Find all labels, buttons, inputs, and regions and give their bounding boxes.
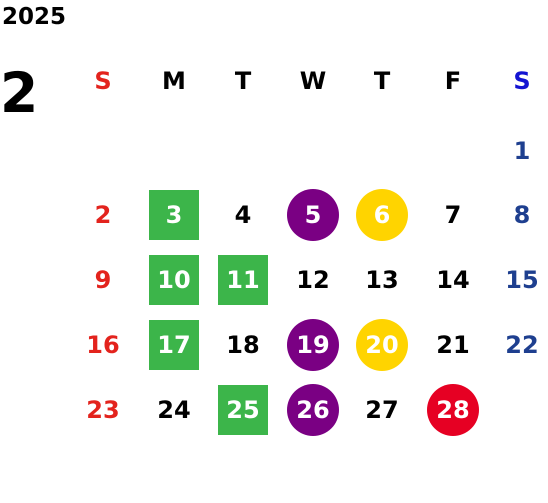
day-24[interactable]: 24 [157, 396, 191, 424]
day-23[interactable]: 23 [86, 396, 120, 424]
weekday-tue: T [234, 67, 252, 95]
year-label: 2025 [2, 4, 67, 30]
day-22[interactable]: 22 [505, 331, 539, 359]
day-16[interactable]: 16 [86, 331, 120, 359]
day-2[interactable]: 2 [94, 201, 112, 229]
day-14[interactable]: 14 [436, 266, 470, 294]
day-12[interactable]: 12 [296, 266, 330, 294]
day-26[interactable]: 26 [287, 384, 339, 436]
day-1[interactable]: 1 [513, 137, 531, 165]
day-7[interactable]: 7 [444, 201, 462, 229]
day-28[interactable]: 28 [427, 384, 479, 436]
weekday-wed: W [299, 67, 327, 95]
day-8[interactable]: 8 [513, 201, 531, 229]
day-13[interactable]: 13 [365, 266, 399, 294]
day-21[interactable]: 21 [436, 331, 470, 359]
day-19[interactable]: 19 [287, 319, 339, 371]
day-17[interactable]: 17 [149, 320, 199, 370]
month-label: 2 [0, 61, 39, 125]
weekday-sat: S [513, 67, 531, 95]
day-4[interactable]: 4 [234, 201, 252, 229]
day-9[interactable]: 9 [94, 266, 112, 294]
weekday-thu: T [373, 67, 391, 95]
weekday-sun: S [94, 67, 112, 95]
day-27[interactable]: 27 [365, 396, 399, 424]
day-10[interactable]: 10 [149, 255, 199, 305]
day-3[interactable]: 3 [149, 190, 199, 240]
weekday-fri: F [444, 67, 462, 95]
weekday-mon: M [162, 67, 186, 95]
day-6[interactable]: 6 [356, 189, 408, 241]
day-11[interactable]: 11 [218, 255, 268, 305]
day-18[interactable]: 18 [226, 331, 260, 359]
day-15[interactable]: 15 [505, 266, 539, 294]
day-5[interactable]: 5 [287, 189, 339, 241]
day-25[interactable]: 25 [218, 385, 268, 435]
day-20[interactable]: 20 [356, 319, 408, 371]
